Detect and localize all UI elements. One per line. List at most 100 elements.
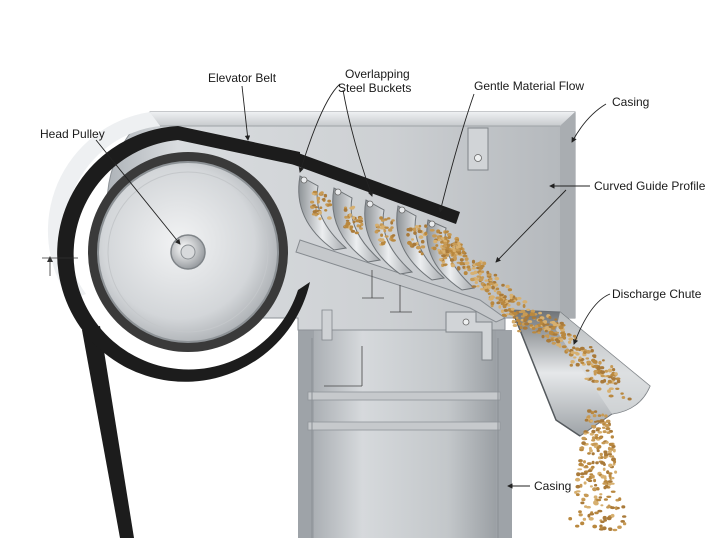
bolt-icon xyxy=(428,220,436,228)
grain-particle xyxy=(607,368,613,373)
grain-particle xyxy=(487,292,491,295)
grain-particle xyxy=(585,350,591,354)
grain-particle xyxy=(607,450,612,454)
grain-particle xyxy=(522,326,528,330)
grain-particle xyxy=(478,272,482,276)
grain-particle xyxy=(592,442,597,446)
grain-particle xyxy=(597,509,603,513)
grain-particle xyxy=(611,377,617,381)
grain-particle xyxy=(316,196,321,201)
grain-particle xyxy=(384,226,389,229)
grain-particle xyxy=(495,287,500,291)
grain-particle xyxy=(310,200,315,204)
grain-particle xyxy=(443,236,448,241)
grain-particle xyxy=(327,216,332,220)
grain-particle xyxy=(475,277,479,281)
grain-particle xyxy=(349,227,353,231)
grain-particle xyxy=(511,319,516,324)
grain-particle xyxy=(590,411,595,415)
grain-particle xyxy=(489,282,494,285)
grain-particle xyxy=(531,316,537,319)
grain-particle xyxy=(602,515,607,520)
grain-particle xyxy=(379,216,383,220)
grain-particle xyxy=(560,322,564,327)
grain-particle xyxy=(445,230,449,233)
grain-particle xyxy=(591,429,596,434)
grain-particle xyxy=(600,456,604,459)
bucket xyxy=(332,187,382,263)
grain-particle xyxy=(621,396,626,399)
grain-particle xyxy=(374,230,379,234)
grain-particle xyxy=(390,220,394,225)
label-buckets-line2: Steel Buckets xyxy=(338,81,411,95)
grain-particle xyxy=(575,362,580,367)
grain-particle xyxy=(618,497,622,501)
grain-particle xyxy=(615,377,621,381)
grain-particle xyxy=(586,478,591,481)
grain-particle xyxy=(584,472,588,475)
grain-particle xyxy=(442,256,448,260)
grain-particle xyxy=(575,484,581,489)
grain-particle xyxy=(584,418,589,422)
grain-particle xyxy=(589,432,594,436)
grain-particle xyxy=(607,379,612,384)
grain-particle xyxy=(579,446,585,450)
grain-particle xyxy=(606,495,612,498)
grain-particle xyxy=(471,259,476,264)
grain-particle xyxy=(442,241,448,245)
grain-particle xyxy=(612,448,616,453)
grain-particle xyxy=(440,240,444,244)
grain-particle xyxy=(462,265,466,269)
grain-particle xyxy=(440,244,444,249)
grain-particle xyxy=(592,524,598,529)
grain-particle xyxy=(588,446,592,451)
grain-particle xyxy=(355,219,360,223)
grain-particle xyxy=(442,251,446,254)
grain-particle xyxy=(438,251,444,255)
grain-particle xyxy=(534,324,539,329)
grain-particle xyxy=(561,336,566,339)
grain-particle xyxy=(593,500,597,505)
grain-particle xyxy=(604,423,610,428)
grain-particle xyxy=(481,276,485,279)
grain-particle xyxy=(587,513,591,518)
grain-particle xyxy=(435,244,439,247)
grain-particle xyxy=(512,324,518,327)
grain-particle xyxy=(601,413,605,417)
grain-particle xyxy=(591,439,596,442)
grain-particle xyxy=(599,419,605,423)
grain-particle xyxy=(620,520,625,523)
grain-particle xyxy=(578,356,582,360)
grain-particle xyxy=(507,288,513,292)
grain-particle xyxy=(358,217,363,221)
grain-particle xyxy=(493,283,499,287)
grain-particle xyxy=(420,252,424,256)
grain-particle xyxy=(604,453,609,457)
grain-particle xyxy=(582,517,587,521)
grain-particle xyxy=(590,419,594,423)
grain-particle xyxy=(501,283,505,287)
grain-particle xyxy=(496,290,502,295)
grain-particle xyxy=(459,247,463,251)
grain-particle xyxy=(319,192,323,195)
grain-particle xyxy=(537,327,543,331)
grain-particle xyxy=(592,414,597,418)
grain-particle xyxy=(312,190,318,194)
grain-particle xyxy=(597,431,603,434)
grain-particle xyxy=(470,271,475,275)
elevator-belt xyxy=(57,126,460,538)
grain-particle xyxy=(586,462,592,466)
grain-particle xyxy=(541,334,545,339)
grain-particle xyxy=(474,281,478,284)
grain-particle xyxy=(600,520,605,524)
grain-particle xyxy=(524,322,530,326)
label-casing-bottom: Casing xyxy=(534,479,571,493)
leader-buckets-1 xyxy=(298,83,341,173)
grain-particle xyxy=(568,517,573,521)
grain-particle xyxy=(596,387,602,391)
grain-particle xyxy=(615,387,620,390)
grain-particle xyxy=(609,455,615,458)
grain-particle xyxy=(411,227,417,231)
grain-particle xyxy=(594,511,599,515)
grain-particle xyxy=(381,238,385,242)
